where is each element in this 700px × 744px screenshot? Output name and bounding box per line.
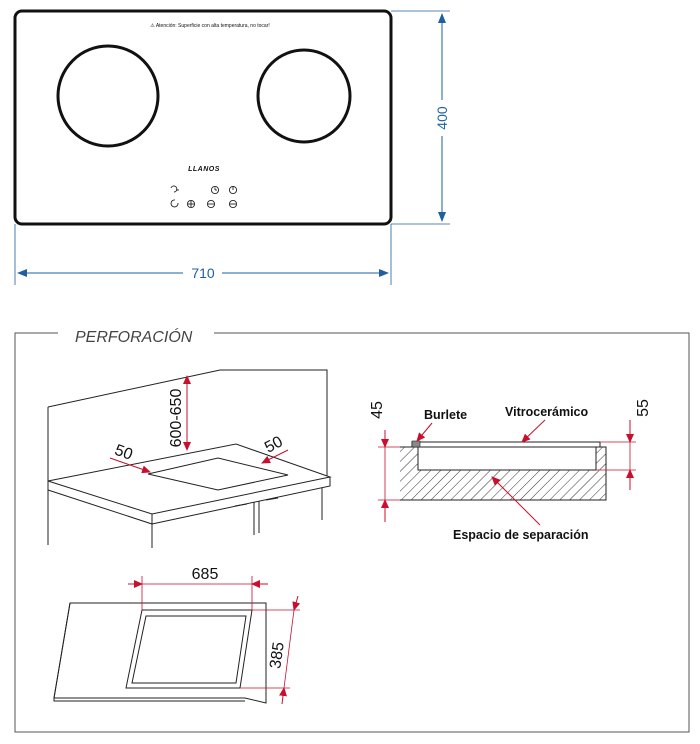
- left-dimension-label: 45: [369, 401, 386, 419]
- right-margin-arrow: [261, 449, 289, 464]
- section-title: PERFORACIÓN: [75, 327, 193, 346]
- install-isometric-view: [47, 369, 332, 548]
- section-view: 45 55 Burlete Vitrocerámico Espacio de s…: [369, 399, 652, 542]
- timer-icon: [210, 185, 220, 195]
- cutout-width-label: 685: [192, 566, 219, 583]
- dimension-width-710: 710: [14, 224, 392, 285]
- countertop-front-right: [151, 477, 331, 525]
- warning-label: ⚠ Atención: Superficie con alta temperat…: [150, 23, 270, 29]
- cooktop-top-view: ⚠ Atención: Superficie con alta temperat…: [13, 9, 393, 226]
- drawer-handle-2: [265, 497, 279, 501]
- cooktop-body: [417, 446, 597, 471]
- cutout-dimensions: 685 385: [128, 566, 301, 705]
- section-frame: [14, 332, 690, 733]
- install-dimensions: 600-650 50 50: [109, 375, 289, 474]
- cutout-plan-view: [53, 602, 267, 704]
- left-margin-label: 50: [112, 442, 135, 464]
- minus-icon-right: [228, 199, 238, 209]
- perforation-section: PERFORACIÓN: [14, 327, 690, 733]
- cutout-inner: [131, 615, 247, 684]
- cooktop-outline: [13, 9, 393, 226]
- plus-icon: [186, 199, 196, 209]
- brand-logo: LLANOS: [188, 166, 220, 173]
- cooking-zone-right: [256, 48, 352, 144]
- height-dimension-label: 400: [434, 106, 450, 130]
- minus-icon: [206, 199, 216, 209]
- countertop-front-left: [47, 481, 153, 525]
- glass-ceramic-top: [411, 441, 601, 448]
- depth-arrow-top: [292, 595, 301, 611]
- drawer-handle: [234, 503, 248, 507]
- width-dimension-label: 710: [191, 265, 215, 281]
- slab-thickness: [53, 602, 245, 702]
- cutout-opening: [147, 457, 289, 491]
- touch-controls: [170, 185, 238, 209]
- wall-outline: [47, 369, 328, 478]
- booster-icon: [170, 199, 179, 208]
- gasket: [411, 440, 421, 448]
- gasket-leader: [416, 422, 433, 442]
- right-dimension-label: 55: [635, 399, 652, 417]
- gap-label: Espacio de separación: [453, 528, 588, 542]
- depth-arrow-bottom: [279, 687, 287, 705]
- depth-dimension-line: [283, 609, 295, 689]
- glass-ceramic-leader: [521, 419, 546, 443]
- gap-leader: [491, 476, 541, 526]
- dimension-height-400: 400: [391, 10, 450, 225]
- power-icon: [228, 185, 238, 195]
- glass-ceramic-label: Vitrocerámico: [505, 405, 589, 419]
- left-margin-arrow: [109, 457, 151, 474]
- height-range-label: 600-650: [168, 389, 185, 448]
- lock-icon: [170, 185, 179, 193]
- right-margin-label: 50: [262, 433, 286, 456]
- cutout-depth-label: 385: [267, 641, 288, 670]
- cooking-zone-left: [56, 44, 160, 148]
- gasket-label: Burlete: [424, 408, 467, 422]
